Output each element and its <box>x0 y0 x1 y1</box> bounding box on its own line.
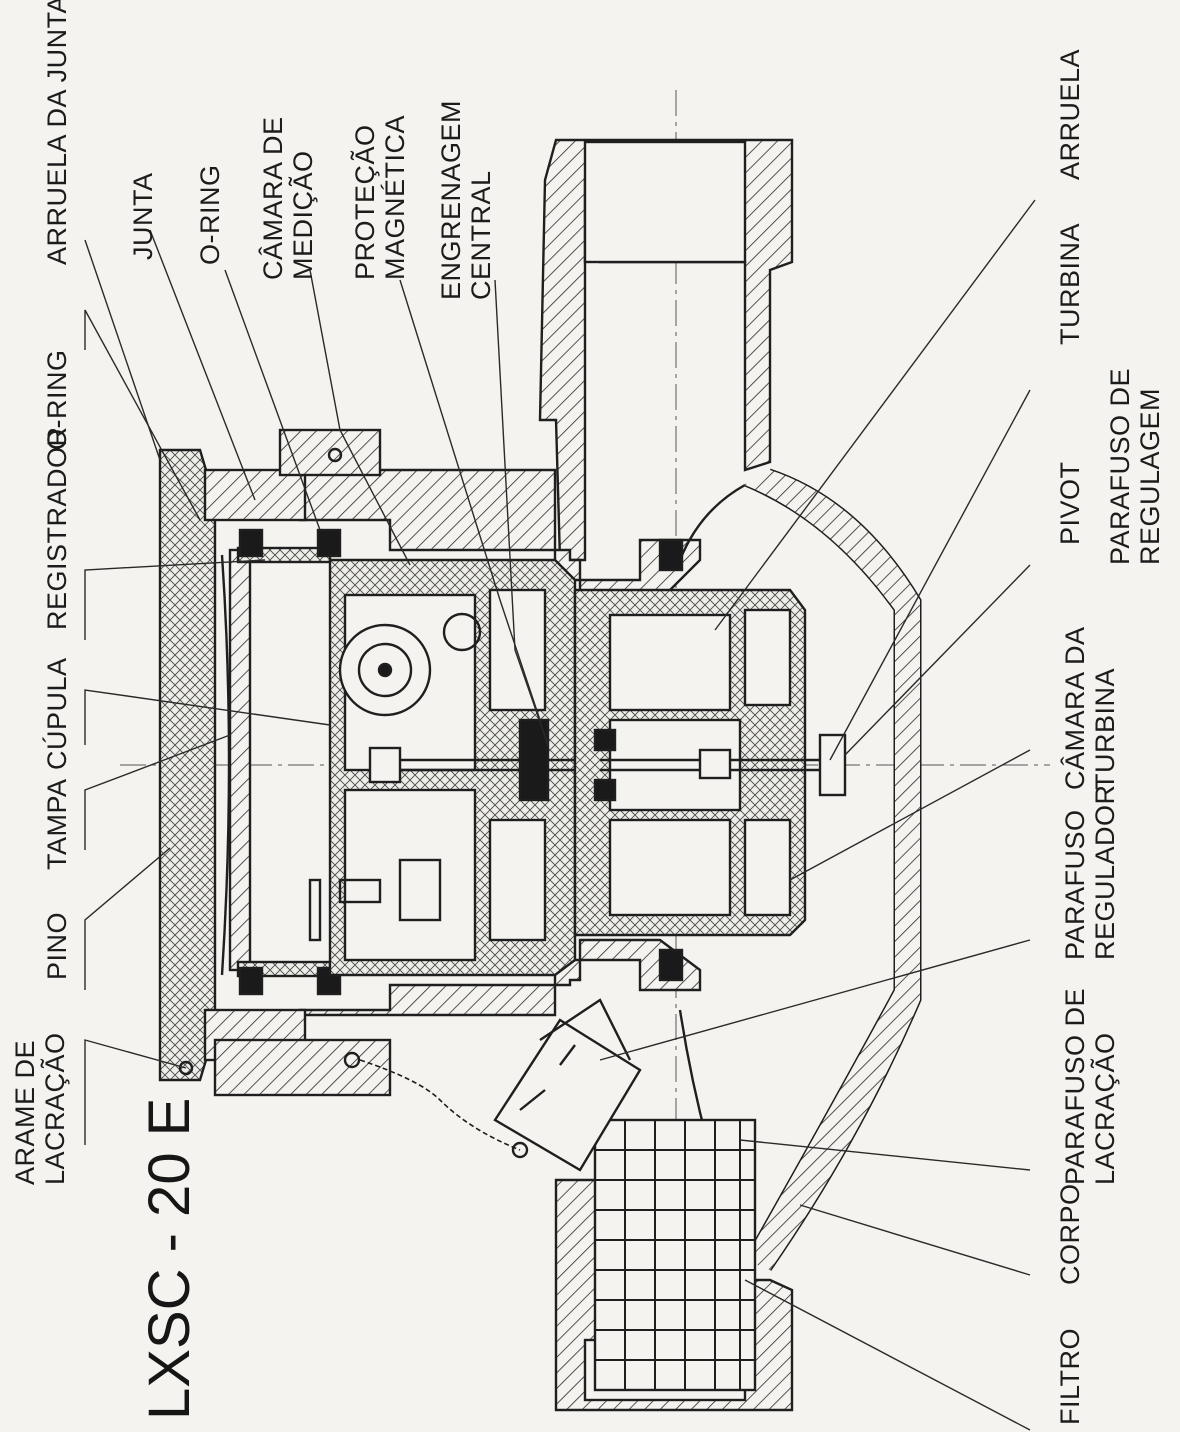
label-camara-medicao: CÂMARA DE MEDIÇÃO <box>258 116 318 280</box>
label-arruela-junta: ARRUELA DA JUNTA <box>42 0 72 265</box>
label-arruela: ARRUELA <box>1055 48 1085 180</box>
filter-screen <box>593 1118 757 1392</box>
cap-assembly <box>158 428 684 1097</box>
label-o-ring: O-RING <box>195 164 225 266</box>
label-parafuso-lacracao: PARAFUSO DE LACRAÇÃO <box>1060 987 1120 1185</box>
measuring-chamber <box>308 558 600 977</box>
label-camara-turbina: CÂMARA DA TURBINA <box>1060 626 1120 790</box>
sealing-screw <box>359 998 642 1172</box>
label-turbina: TURBINA <box>1055 222 1085 345</box>
label-engrenagem-central: ENGRENAGEM CENTRAL <box>436 99 496 300</box>
label-pino: PINO <box>42 911 72 980</box>
label-filtro: FILTRO <box>1055 1328 1085 1425</box>
model-title: LXSC - 20 E <box>137 1097 202 1420</box>
label-junta: JUNTA <box>128 172 158 261</box>
turbine-chamber <box>573 588 847 937</box>
label-pivot: PIVOT <box>1055 461 1085 545</box>
label-registrador: REGISTRADOR <box>42 426 72 630</box>
label-corpo: CORPO <box>1055 1183 1085 1285</box>
label-protecao-magnetica: PROTEÇÃO MAGNÉTICA <box>350 114 410 280</box>
label-cupula: CÚPULA <box>42 657 72 770</box>
label-parafuso-regulagem: PARAFUSO DE REGULAGEM <box>1105 367 1165 565</box>
label-arame-lacracao: ARAME DE LACRAÇÃO <box>10 1032 70 1185</box>
leader-lines <box>84 199 1036 1431</box>
label-parafuso-regulador: PARAFUSO REGULADOR <box>1060 784 1120 960</box>
label-tampa: TAMPA <box>42 778 72 870</box>
label-o-ring-top: O-RING <box>42 349 72 451</box>
